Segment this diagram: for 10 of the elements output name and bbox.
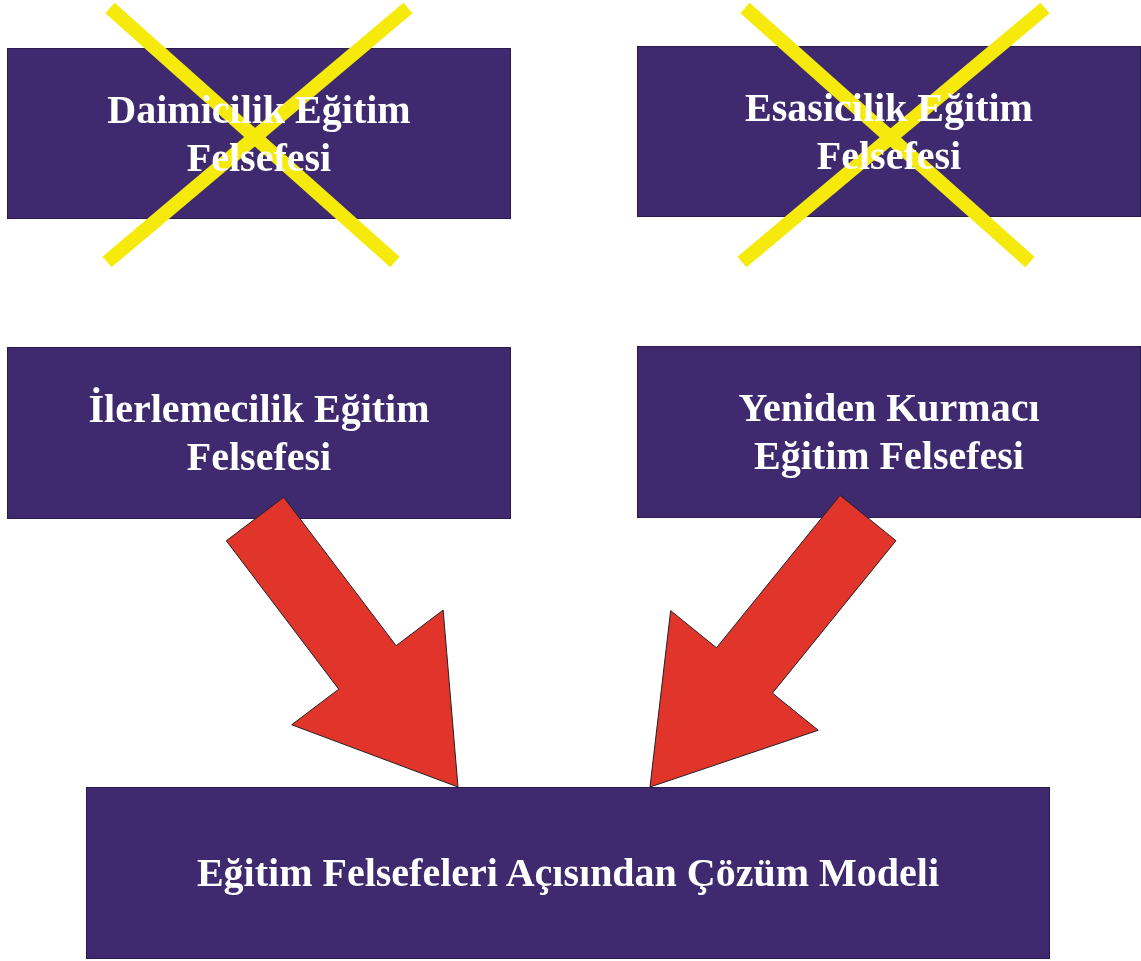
process-box: [86, 787, 1050, 959]
process-box: [7, 48, 511, 219]
box-label: Yeniden Kurmacı Eğitim Felsefesi: [737, 384, 1041, 480]
box-label: İlerlemecilik Eğitim Felsefesi: [87, 385, 431, 481]
block-arrow: [649, 494, 897, 788]
process-box: [637, 346, 1141, 518]
box-label: Eğitim Felsefeleri Açısından Çözüm Modeli: [196, 849, 940, 897]
process-box: [637, 46, 1141, 217]
block-arrow: [225, 496, 459, 788]
process-box: [7, 347, 511, 519]
